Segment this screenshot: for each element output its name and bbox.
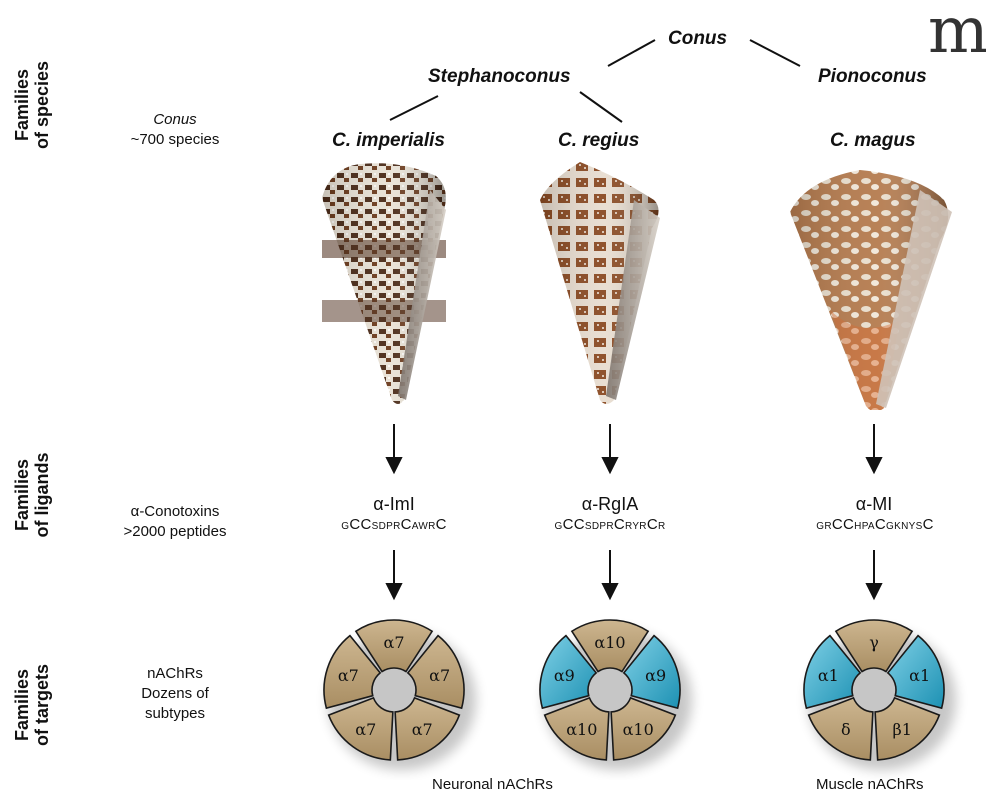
receptor-subunit-label: α10 (623, 720, 654, 739)
residue-small: SDPR (585, 521, 614, 532)
arrow-down-icon (603, 550, 617, 598)
receptor-subunit-label: α7 (429, 666, 450, 685)
tree-clade-stephanoconus: Stephanoconus (428, 66, 571, 88)
arrow-down-icon (603, 424, 617, 472)
receptor-subunit-label: β1 (892, 720, 911, 739)
tree-branch-root-right (750, 40, 800, 66)
residue-small: GR (816, 521, 832, 532)
ligand-sequence-rgia: GCCSDPRCRYRCR (520, 516, 700, 533)
shell-imperialis (322, 163, 446, 404)
receptor-subunit-label: α1 (818, 666, 839, 685)
receptor-alpha7-homopentamer: α7 α7 α7 α7 α7 (324, 620, 476, 770)
cysteine-residue: C (923, 516, 934, 533)
receptor-subunit-label: α9 (645, 666, 666, 685)
residue-small: G (555, 521, 563, 532)
arrow-down-icon (387, 550, 401, 598)
ligand-name-mi: α-MI (804, 494, 944, 515)
cysteine-residue: CC (832, 516, 854, 533)
receptor-subunit-label: α7 (338, 666, 359, 685)
arrow-down-icon (387, 424, 401, 472)
receptor-subunit-label: γ (869, 633, 879, 652)
shell-magus (790, 170, 952, 410)
residue-small: HPA (854, 521, 875, 532)
cysteine-residue: C (647, 516, 658, 533)
ligand-name-imi: α-ImI (324, 494, 464, 515)
tree-clade-pionoconus: Pionoconus (818, 66, 927, 88)
receptor-alpha9-alpha10: α10 α9 α10 α10 α9 (540, 620, 692, 770)
residue-small: GKNYS (886, 521, 923, 532)
ligand-name-rgia: α-RgIA (540, 494, 680, 515)
tree-branch-left-imperialis (390, 96, 438, 120)
residue-small: SDPR (372, 521, 401, 532)
caption-muscle: Muscle nAChRs (816, 776, 924, 793)
receptor-muscle: γ α1 β1 δ α1 (804, 620, 956, 770)
arrow-down-icon (867, 424, 881, 472)
receptor-subunit-label: α9 (554, 666, 575, 685)
species-name-imperialis: C. imperialis (332, 130, 445, 152)
cysteine-residue: C (614, 516, 625, 533)
receptor-subunit-label: α1 (909, 666, 930, 685)
ligand-sequence-mi: GRCCHPACGKNYSC (780, 516, 970, 533)
caption-neuronal: Neuronal nAChRs (432, 776, 553, 793)
cysteine-residue: C (875, 516, 886, 533)
logo-fragment: mi (928, 0, 986, 66)
shells (0, 160, 986, 410)
cysteine-residue: CC (563, 516, 585, 533)
receptors: α7 α7 α7 α7 α7 α10 α9 α10 α10 α9 γ α1 β1 δ α1 (0, 610, 986, 780)
receptor-subunit-label: α7 (355, 720, 376, 739)
ligand-sequence-imi: GCCSDPRCAWRC (314, 516, 474, 533)
receptor-subunit-label: α10 (566, 720, 597, 739)
shell-regius (540, 162, 660, 404)
receptor-subunit-label: δ (841, 720, 851, 739)
species-name-regius: C. regius (558, 130, 639, 152)
tree-branch-root-left (608, 40, 655, 66)
receptor-subunit-label: α7 (412, 720, 433, 739)
arrow-down-icon (867, 550, 881, 598)
residue-small: R (658, 521, 666, 532)
tree-root-label: Conus (668, 28, 727, 50)
residue-small: AWR (412, 521, 436, 532)
cysteine-residue: C (436, 516, 447, 533)
receptor-subunit-label: α10 (594, 633, 625, 652)
tree-branch-left-regius (580, 92, 622, 122)
cysteine-residue: C (401, 516, 412, 533)
cysteine-residue: CC (349, 516, 371, 533)
receptor-subunit-label: α7 (384, 633, 405, 652)
species-name-magus: C. magus (830, 130, 916, 152)
residue-small: RYR (625, 521, 647, 532)
